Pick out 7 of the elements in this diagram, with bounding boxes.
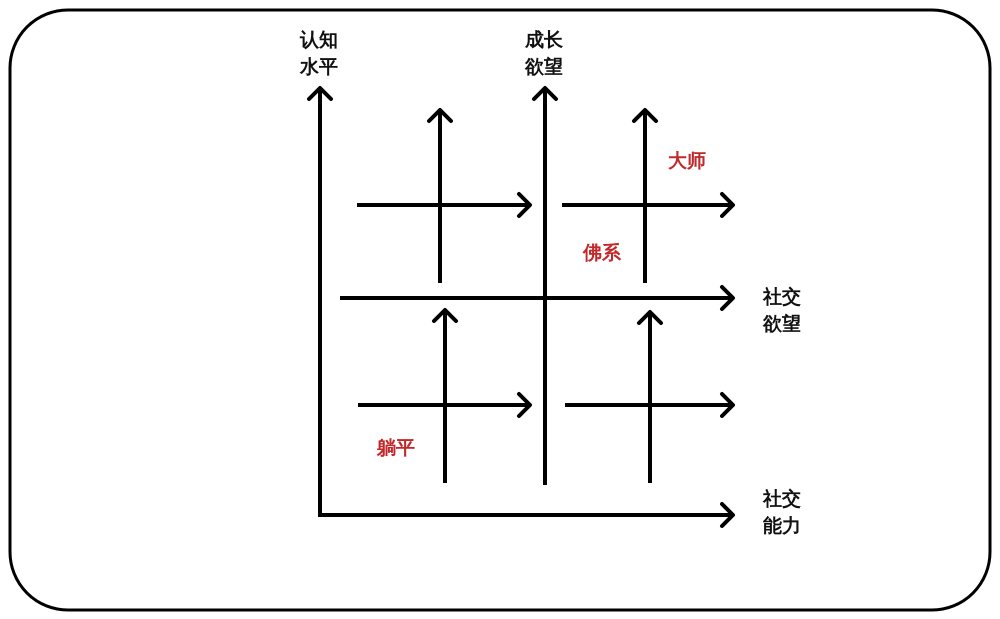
axis-label: 社交能力 bbox=[762, 487, 802, 539]
axis-label: 认知水平 bbox=[299, 28, 339, 80]
zone-label: 大师 bbox=[668, 149, 706, 174]
zone-label: 躺平 bbox=[377, 436, 415, 461]
axis-label: 成长欲望 bbox=[524, 28, 564, 80]
zone-label: 佛系 bbox=[583, 241, 621, 266]
axis-label: 社交欲望 bbox=[762, 285, 802, 337]
